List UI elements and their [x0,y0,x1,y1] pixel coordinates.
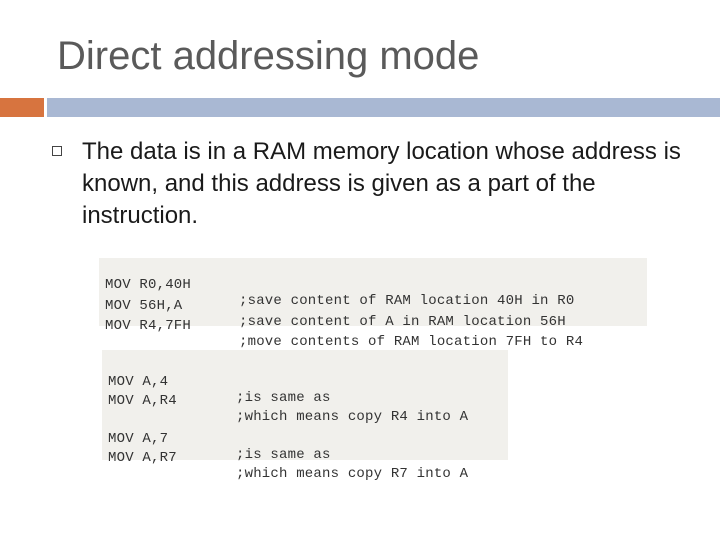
code-comment: ;save content of RAM location 40H in R0 [239,293,575,309]
code-line: MOV A,7 ;is same as [108,415,330,463]
square-bullet-icon [52,146,62,156]
code-instruction: MOV R4,7FH [105,318,192,334]
code-comment: ;is same as [236,447,331,463]
code-instruction: MOV 56H,A [105,298,183,314]
code-block-1: MOV R0,40H ;save content of RAM location… [99,258,647,350]
code-line: MOV R4,7FH ;move contents of RAM locatio… [105,302,583,350]
code-instruction: MOV A,R4 [108,393,177,409]
code-instruction: MOV A,4 [108,374,169,390]
code-comment: ;move contents of RAM location 7FH to R4 [239,334,584,350]
bullet-text: The data is in a RAM memory location who… [82,138,681,229]
code-line: MOV 56H,A ;save content of A in RAM loca… [105,282,566,330]
code-comment: ;which means copy R7 into A [236,466,469,482]
code-instruction: MOV R0,40H [105,277,192,293]
title-accent-bar [0,98,44,117]
code-line: MOV A,R7 ;which means copy R7 into A [108,434,468,482]
code-instruction: MOV A,7 [108,431,169,447]
code-block-2: MOV A,4 ;is same as MOV A,R4 ;which mean… [102,350,508,482]
code-instruction: MOV A,R7 [108,450,177,466]
title-rule-bar [47,98,720,117]
code-comment: ;which means copy R4 into A [236,409,469,425]
slide-title: Direct addressing mode [57,34,480,78]
code-comment: ;is same as [236,390,331,406]
code-comment: ;save content of A in RAM location 56H [239,314,566,330]
code-line: MOV A,R4 ;which means copy R4 into A [108,377,468,425]
code-line: MOV A,4 ;is same as [108,358,330,406]
code-line: MOV R0,40H ;save content of RAM location… [105,261,574,309]
